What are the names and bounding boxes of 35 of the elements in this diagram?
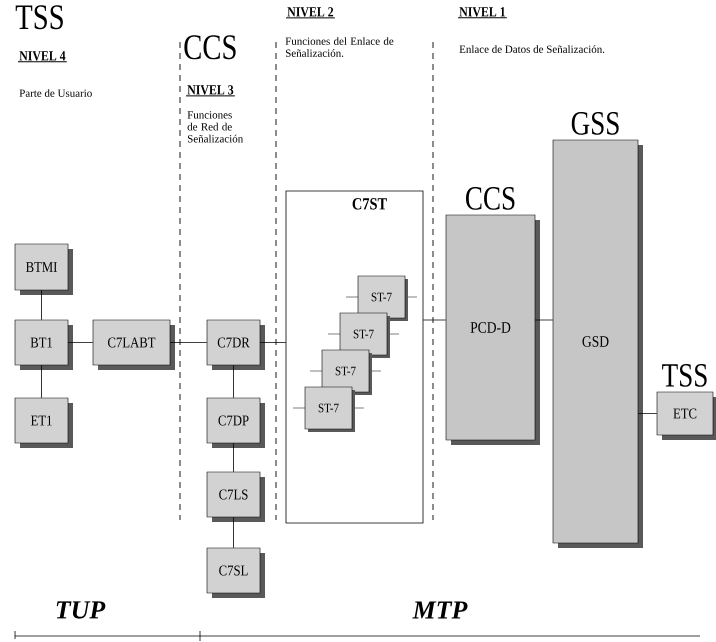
- level-description: Funciones de Red de Señalización: [188, 111, 244, 142]
- section-heading: TSS: [16, 5, 63, 30]
- connector-line: [41, 364, 42, 398]
- level-description: Parte de Usuario: [20, 89, 92, 97]
- connector-line: [638, 413, 658, 414]
- part-label: TUP: [56, 601, 106, 619]
- connector-line: [68, 342, 94, 343]
- module-box: BTMI: [14, 244, 73, 295]
- connector-line: [233, 364, 234, 398]
- level-heading: NIVEL 3: [186, 85, 236, 96]
- connector-line: [170, 342, 208, 343]
- connector-line: [233, 442, 234, 472]
- level-heading: NIVEL 2: [286, 7, 336, 18]
- level-description: Enlace de Datos de Señalización.: [460, 45, 604, 53]
- connector-line: [41, 290, 42, 320]
- module-box: C7DP: [206, 398, 265, 448]
- module-box: BT1: [14, 320, 73, 370]
- level-heading: NIVEL 1: [458, 7, 508, 18]
- module-box: C7LABT: [92, 320, 175, 370]
- module-box: ST-7: [292, 386, 364, 432]
- connector-line: [233, 516, 234, 548]
- group-heading: CCS: [466, 187, 514, 210]
- module-box: C7LS: [206, 472, 265, 522]
- module-box: ET1: [14, 398, 73, 448]
- module-box: C7SL: [206, 548, 265, 598]
- section-heading: CCS: [184, 35, 236, 60]
- module-box: C7DR: [206, 320, 265, 370]
- part-label: MTP: [412, 602, 468, 618]
- group-heading: TSS: [662, 364, 707, 387]
- module-box: PCD-D: [446, 214, 540, 445]
- level-heading: NIVEL 4: [18, 51, 68, 62]
- connector-line: [260, 342, 286, 343]
- group-heading: GSS: [572, 112, 619, 135]
- module-box: GSD: [552, 140, 643, 548]
- level-description: Funciones del Enlace de Señalización.: [286, 37, 394, 57]
